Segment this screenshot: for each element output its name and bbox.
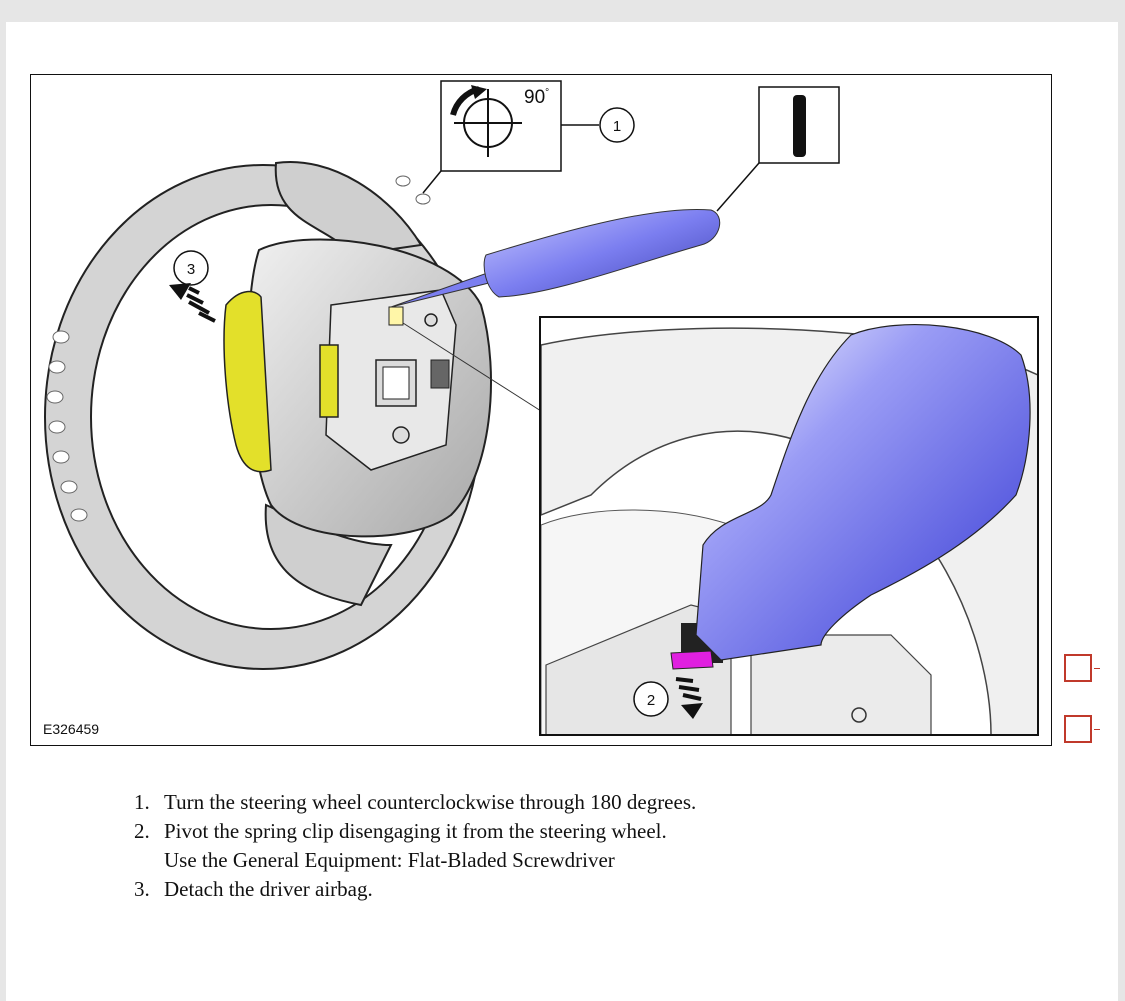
step-text: Turn the steering wheel counterclockwise… (164, 790, 697, 814)
rotation-degree-label: 90° (524, 87, 550, 108)
step-item: 1. Turn the steering wheel counterclockw… (134, 788, 696, 817)
step-text: Pivot the spring clip disengaging it fro… (164, 819, 667, 843)
tool-symbol-box (716, 86, 840, 212)
svg-text:1: 1 (613, 118, 621, 135)
step-text: Detach the driver airbag. (164, 877, 373, 901)
rotation-symbol-box (422, 80, 599, 194)
inset-detail (539, 316, 1039, 736)
svg-text:2: 2 (647, 692, 655, 709)
callout-1: 1 (599, 107, 635, 143)
step-checkbox-2[interactable] (1064, 715, 1100, 743)
screwdriver-small (390, 208, 721, 308)
illustration-svg: 1 3 (44, 80, 1039, 736)
procedure-steps: 1. Turn the steering wheel counterclockw… (134, 788, 696, 904)
figure-id-label: E326459 (43, 721, 100, 737)
callout-2: 2 (633, 681, 669, 717)
step-number: 2. (134, 819, 150, 843)
step-item: 2. Pivot the spring clip disengaging it … (134, 817, 696, 875)
svg-text:3: 3 (187, 261, 195, 278)
procedure-illustration: 1 3 (30, 74, 1052, 746)
callout-3: 3 (169, 250, 216, 323)
step-equipment-note: Use the General Equipment: Flat-Bladed S… (164, 848, 615, 872)
step-number: 1. (134, 790, 150, 814)
step-checkbox-1[interactable] (1064, 654, 1100, 682)
steering-wheel (44, 161, 492, 670)
step-item: 3. Detach the driver airbag. (134, 875, 696, 904)
step-number: 3. (134, 877, 150, 901)
